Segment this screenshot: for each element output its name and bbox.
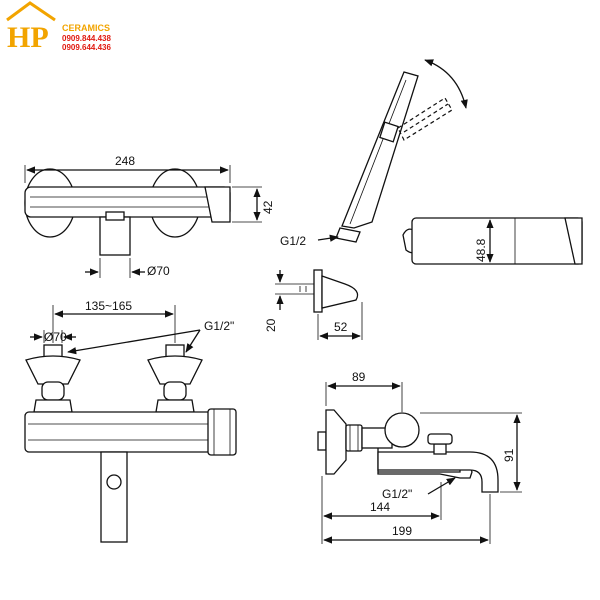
dim-bath-spout-length: 144: [370, 500, 390, 514]
dim-shower-thread-front: G1/2": [204, 319, 234, 333]
dim-shower-inlet-diameter-front: Ø70: [44, 330, 67, 344]
dim-shower-height: 42: [261, 200, 275, 214]
dim-handshower-thread: G1/2: [280, 234, 306, 248]
dim-bracket-height: 20: [264, 318, 278, 332]
logo-phone-2: 0909.644.436: [62, 43, 111, 52]
dim-holder-height: 48.8: [474, 238, 488, 262]
dim-bath-height: 91: [502, 448, 516, 462]
dim-bracket-depth: 52: [334, 320, 348, 334]
logo-phone-1: 0909.844.438: [62, 34, 111, 43]
dim-shower-width: 248: [115, 154, 135, 168]
hand-shower: G1/2: [280, 59, 468, 248]
dim-bath-thread: G1/2": [382, 487, 412, 501]
house-roof-icon: [6, 1, 56, 22]
logo-brand: CERAMICS: [62, 23, 110, 33]
dim-bath-projection: 89: [352, 370, 366, 384]
dim-shower-centers: 135~165: [85, 299, 132, 313]
wall-bracket: 20 52: [264, 269, 363, 340]
shower-mixer-front-view: 135~165 Ø70 G1/2": [24, 299, 237, 543]
brand-logo: HP CERAMICS 0909.844.438 0909.644.436: [6, 1, 111, 54]
shower-holder: 48.8: [402, 217, 583, 265]
dim-shower-inlet-diameter: Ø70: [147, 264, 170, 278]
bath-mixer-side-view: 89 91 G1/2" 144 199: [317, 370, 522, 544]
logo-letters: HP: [7, 21, 49, 54]
shower-mixer-top-view: 248 42 Ø70: [24, 154, 275, 278]
dim-bath-total-length: 199: [392, 524, 412, 538]
